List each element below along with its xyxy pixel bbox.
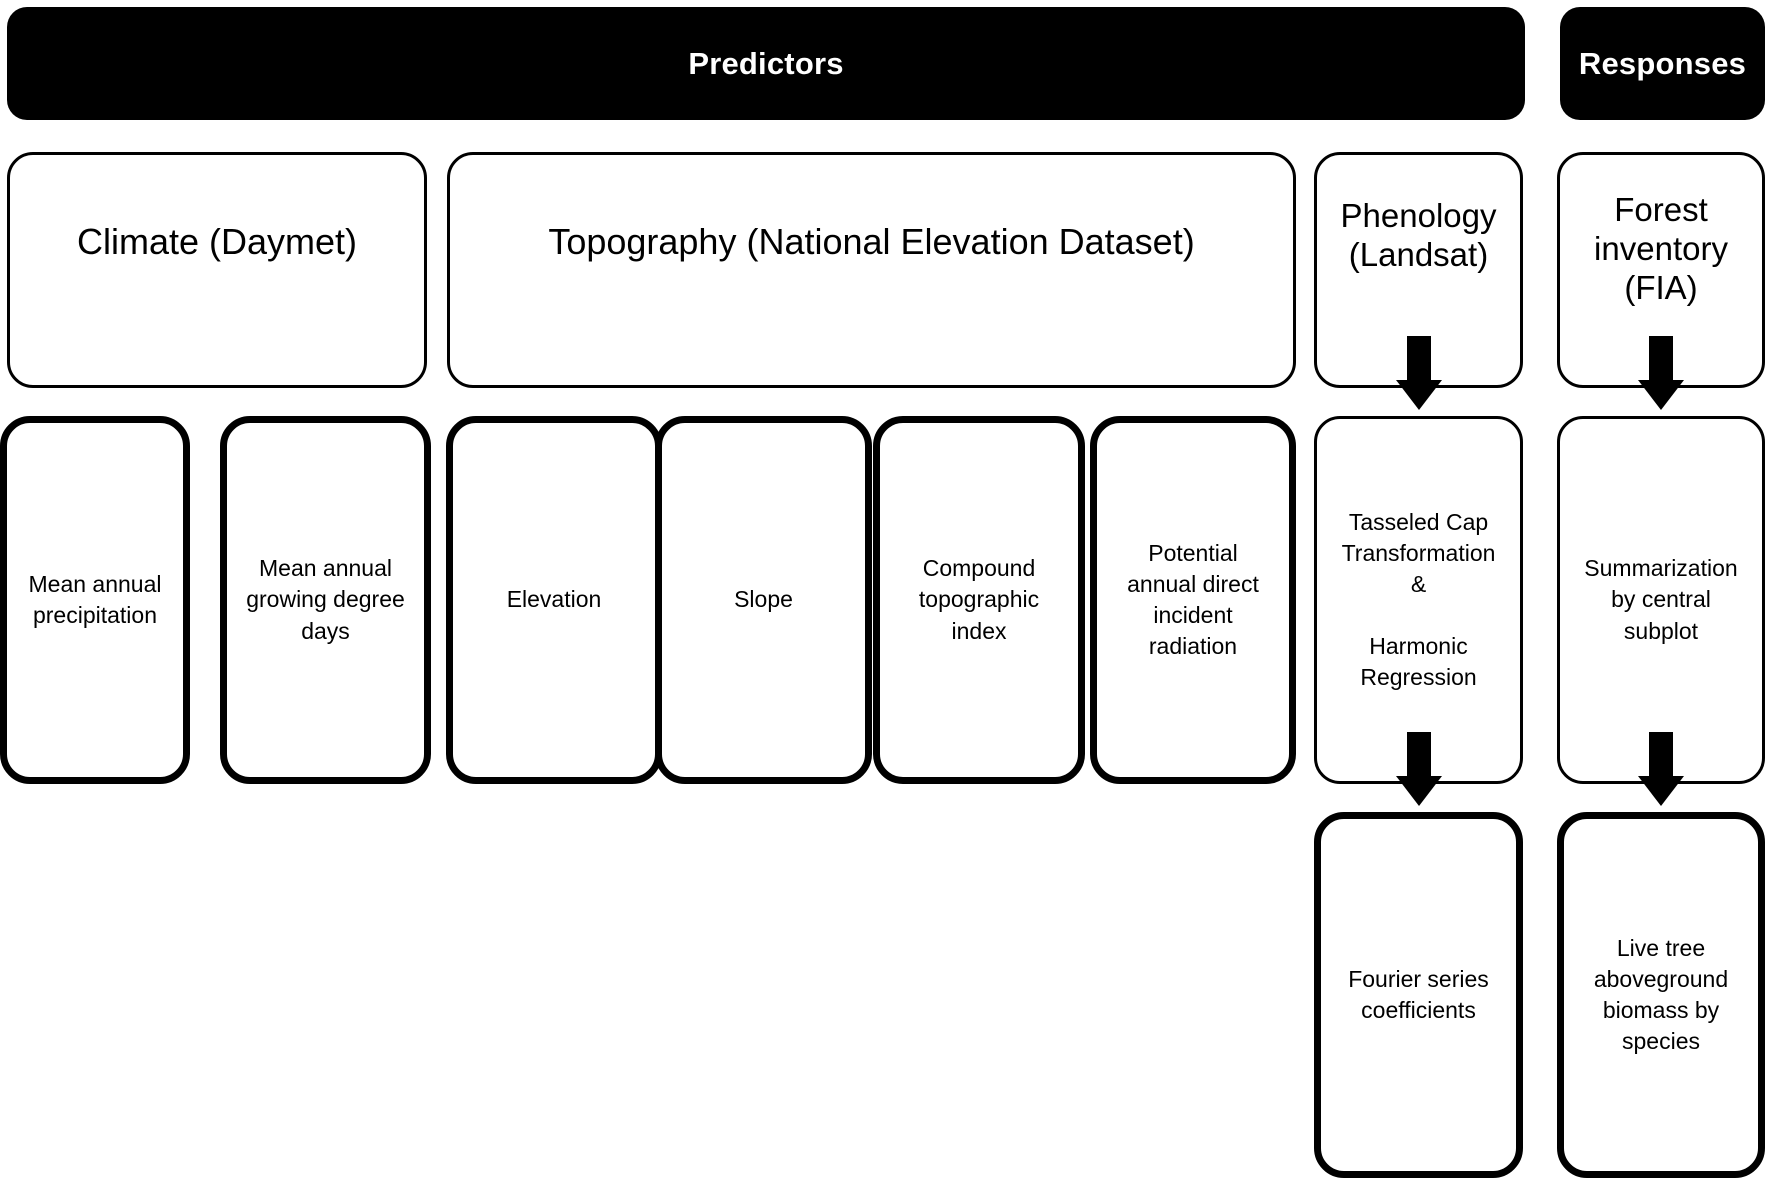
group-box-climate-label: Climate (Daymet) [76,221,358,262]
output-box-fourier-series-coefficients: Fourier series coefficients [1314,812,1523,1178]
variable-box-potential-annual-direct-incident-radiation: Potential annual direct incident radiati… [1090,416,1296,784]
group-box-topography: Topography (National Elevation Dataset) [447,152,1296,388]
group-box-forest-inventory: Forest inventory (FIA) [1557,152,1765,388]
arrow-forest-inventory-to-summarization [1638,336,1684,410]
header-predictors: Predictors [7,7,1525,120]
arrow-tasseled-cap-to-fourier [1396,732,1442,806]
group-box-climate: Climate (Daymet) [7,152,427,388]
arrow-shaft [1649,732,1673,778]
header-responses: Responses [1560,7,1765,120]
process-box-tasseled-cap-harmonic-regression: Tasseled Cap Transformation & Harmonic R… [1314,416,1523,784]
arrow-shaft [1649,336,1673,382]
variable-label-mean-annual-growing-degree-days: Mean annual growing degree days [246,555,405,644]
header-predictors-label: Predictors [688,45,844,81]
group-box-phenology-label: Phenology (Landsat) [1340,197,1497,273]
output-label-live-tree-aboveground-biomass: Live tree aboveground biomass by species [1593,934,1729,1055]
arrow-shaft [1407,732,1431,778]
arrow-head [1396,776,1442,806]
arrow-head [1638,776,1684,806]
process-label-summarization-by-central-subplot: Summarization by central subplot [1584,555,1738,644]
group-box-forest-inventory-label: Forest inventory (FIA) [1594,191,1728,306]
variable-label-mean-annual-precipitation: Mean annual precipitation [28,570,162,628]
process-box-summarization-by-central-subplot: Summarization by central subplot [1557,416,1765,784]
variable-box-compound-topographic-index: Compound topographic index [873,416,1085,784]
output-box-live-tree-aboveground-biomass: Live tree aboveground biomass by species [1557,812,1765,1178]
output-label-fourier-series-coefficients: Fourier series coefficients [1348,965,1489,1023]
variable-label-potential-annual-direct-incident-radiation: Potential annual direct incident radiati… [1127,539,1259,660]
variable-label-compound-topographic-index: Compound topographic index [918,555,1040,644]
variable-label-slope: Slope [734,586,793,613]
arrow-summarization-to-biomass [1638,732,1684,806]
group-box-topography-label: Topography (National Elevation Dataset) [548,221,1195,262]
variable-label-elevation: Elevation [506,586,602,613]
arrow-head [1638,380,1684,410]
process-label-tasseled-cap-harmonic-regression: Tasseled Cap Transformation & Harmonic R… [1341,508,1496,691]
header-responses-label: Responses [1578,45,1747,81]
variable-box-slope: Slope [655,416,872,784]
variable-box-mean-annual-precipitation: Mean annual precipitation [0,416,190,784]
variable-box-mean-annual-growing-degree-days: Mean annual growing degree days [220,416,431,784]
variable-box-elevation: Elevation [446,416,662,784]
arrow-head [1396,380,1442,410]
arrow-phenology-to-tasseled-cap [1396,336,1442,410]
arrow-shaft [1407,336,1431,382]
